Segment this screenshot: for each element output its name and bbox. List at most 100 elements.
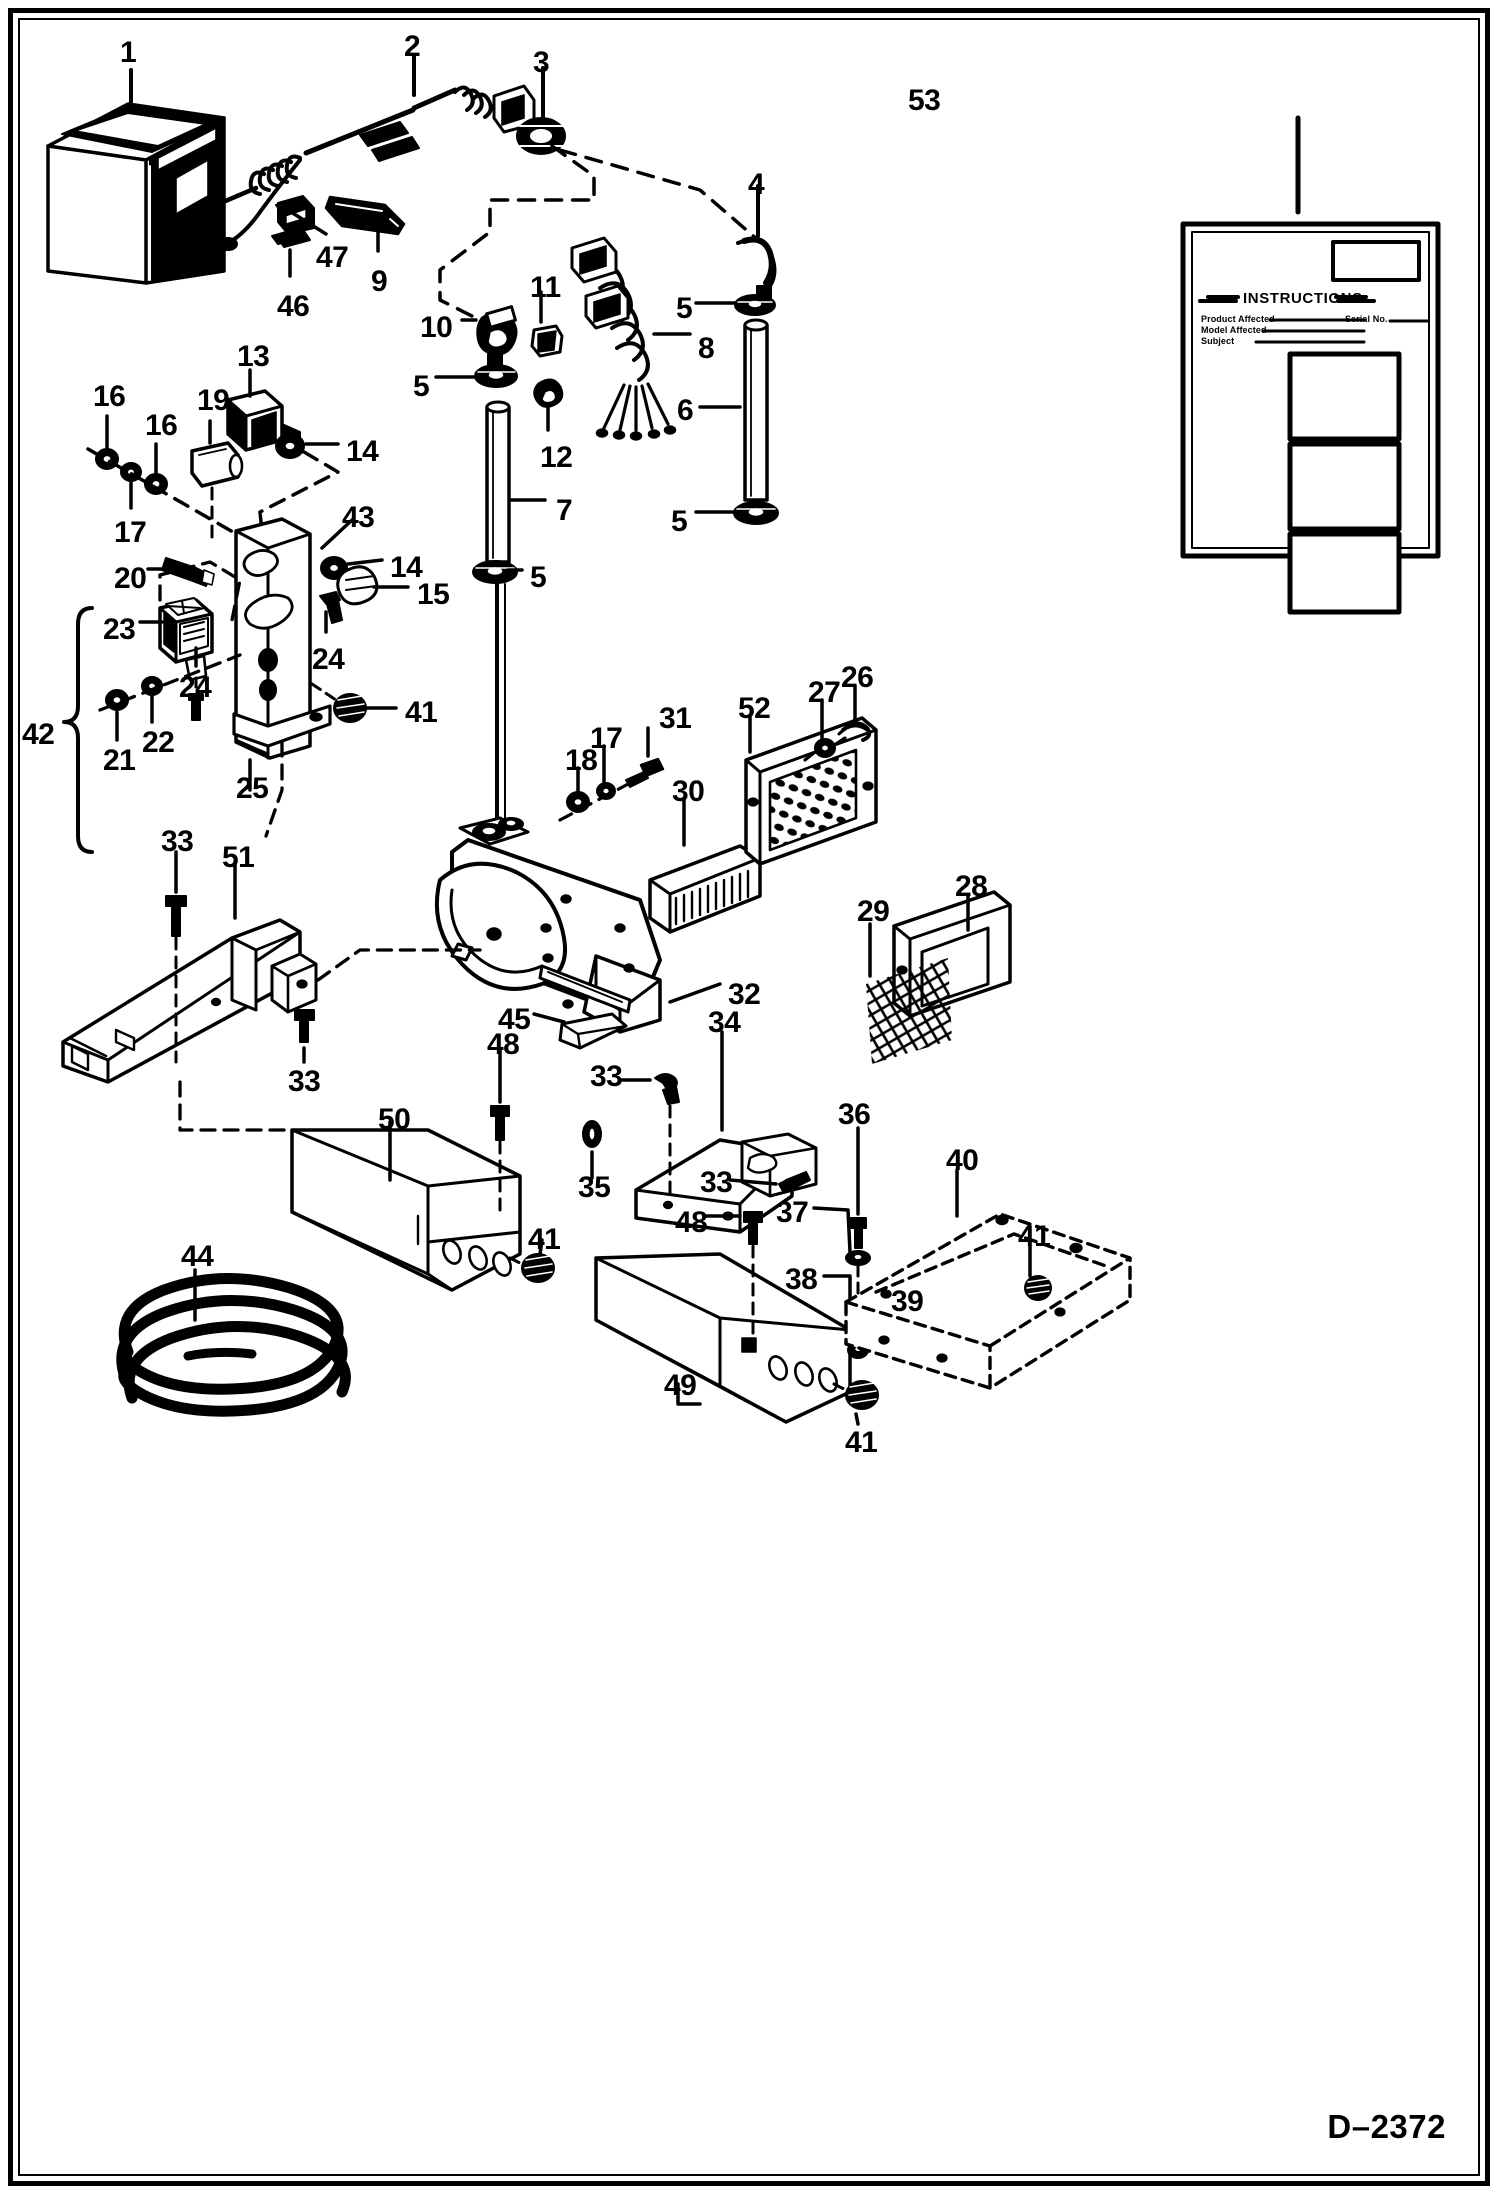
callout-35: 35	[578, 1171, 611, 1204]
callout-39: 39	[891, 1285, 924, 1318]
path-51-50	[178, 948, 482, 1132]
part-52-mesh-grille	[744, 716, 878, 866]
part-26-pin	[837, 721, 872, 742]
path-41a	[310, 682, 338, 702]
assembly-path-13	[258, 450, 340, 534]
callout-33b: 33	[288, 1065, 321, 1098]
part-36-bolt	[850, 1217, 867, 1249]
placard-title: INSTRUCTIONS	[1243, 290, 1363, 307]
part-10-valve	[476, 305, 518, 367]
callout-16a: 16	[93, 380, 126, 413]
callout-38: 38	[785, 1263, 818, 1296]
placard-field-2: Model Affected	[1201, 325, 1267, 335]
callout-45: 45	[498, 1003, 531, 1036]
part-33-screw-c	[654, 1073, 680, 1105]
callout-1: 1	[120, 36, 137, 69]
part-48-screw-a	[490, 1105, 510, 1141]
part-33-screw-a	[165, 895, 187, 937]
part-19-spacer	[190, 441, 244, 488]
placard-field-3: Subject	[1201, 336, 1235, 346]
callout-10: 10	[420, 311, 453, 344]
callout-20: 20	[114, 562, 147, 595]
callout-41d: 41	[845, 1426, 878, 1459]
callout-21: 21	[103, 744, 136, 777]
part-33-screw-b	[294, 1009, 315, 1043]
callout-25: 25	[236, 772, 269, 805]
callout-44: 44	[181, 1240, 214, 1273]
callout-27: 27	[808, 676, 841, 709]
path-25	[264, 740, 284, 838]
callout-5c: 5	[671, 505, 688, 538]
assembly-path-21-24	[98, 653, 242, 712]
part-4-elbow	[736, 236, 777, 301]
part-5-washer-b	[733, 501, 779, 525]
callout-43: 43	[342, 501, 375, 534]
callout-6: 6	[677, 394, 694, 427]
part-41-grommet-d	[845, 1380, 879, 1410]
callout-11: 11	[530, 271, 561, 304]
part-29-screen	[866, 958, 952, 1064]
part-18-nut	[566, 791, 590, 813]
leader-41b	[538, 1238, 544, 1256]
leader-49	[676, 1382, 702, 1406]
leader-32	[668, 982, 722, 1004]
placard-field-1: Product Affected	[1201, 314, 1275, 324]
placard-field-serial: Serial No.	[1345, 314, 1388, 324]
part-1-carton	[46, 102, 226, 285]
callout-41c: 41	[1018, 1220, 1051, 1253]
callout-23: 23	[103, 613, 136, 646]
callout-3: 3	[533, 46, 550, 79]
part-33-screw-d	[778, 1171, 811, 1194]
part-31-screw	[625, 757, 665, 788]
part-5-washer-a	[734, 294, 776, 316]
part-44-hose	[116, 1273, 351, 1417]
callout-5a: 5	[676, 292, 693, 325]
part-9-strip	[324, 195, 406, 236]
callout-28: 28	[955, 870, 988, 903]
page-border-inner	[18, 18, 1480, 2176]
callout-33c: 33	[590, 1060, 623, 1093]
callout-34: 34	[708, 1006, 741, 1039]
part-50-plenum	[290, 1128, 522, 1292]
part-41-grommet-c	[1024, 1275, 1052, 1301]
leader-47	[289, 210, 328, 236]
callout-30: 30	[672, 775, 705, 808]
callout-8: 8	[698, 332, 715, 365]
callout-29: 29	[857, 895, 890, 928]
drawing-number: D–2372	[1327, 2108, 1446, 2145]
part-5-washer-d	[472, 560, 518, 584]
callout-31: 31	[659, 702, 692, 735]
part-12-fitting	[533, 378, 564, 408]
part-5-washer-c	[474, 364, 518, 388]
callout-41b: 41	[528, 1223, 561, 1256]
part-43-bracket	[232, 517, 332, 760]
leader-43	[320, 518, 354, 550]
part-14-nut-a	[275, 433, 305, 459]
part-7-rod	[485, 400, 511, 564]
callout-5b: 5	[413, 370, 430, 403]
leader-45	[532, 1012, 566, 1024]
part-8-coil-hose	[570, 236, 677, 441]
callout-51: 51	[222, 841, 255, 874]
leader-41d	[854, 1412, 860, 1426]
callout-24b: 24	[179, 671, 212, 704]
callout-17a: 17	[114, 516, 147, 549]
part-46-clip	[277, 230, 311, 248]
part-30-louver-vent	[648, 844, 762, 934]
callout-22: 22	[142, 726, 175, 759]
callout-7: 7	[556, 494, 573, 527]
callout-16b: 16	[145, 409, 178, 442]
part-41-grommet-b	[521, 1253, 555, 1283]
callout-15: 15	[417, 578, 450, 611]
callout-5d: 5	[530, 561, 547, 594]
callout-41a: 41	[405, 696, 438, 729]
leader-14b	[346, 558, 384, 566]
part-6-rod	[743, 318, 769, 502]
callout-26: 26	[841, 661, 874, 694]
assembly-path-upper	[438, 144, 760, 327]
assembly-path-16-17	[86, 447, 242, 538]
leader-33d	[728, 1178, 778, 1186]
part-44-hose-end	[183, 1347, 257, 1361]
